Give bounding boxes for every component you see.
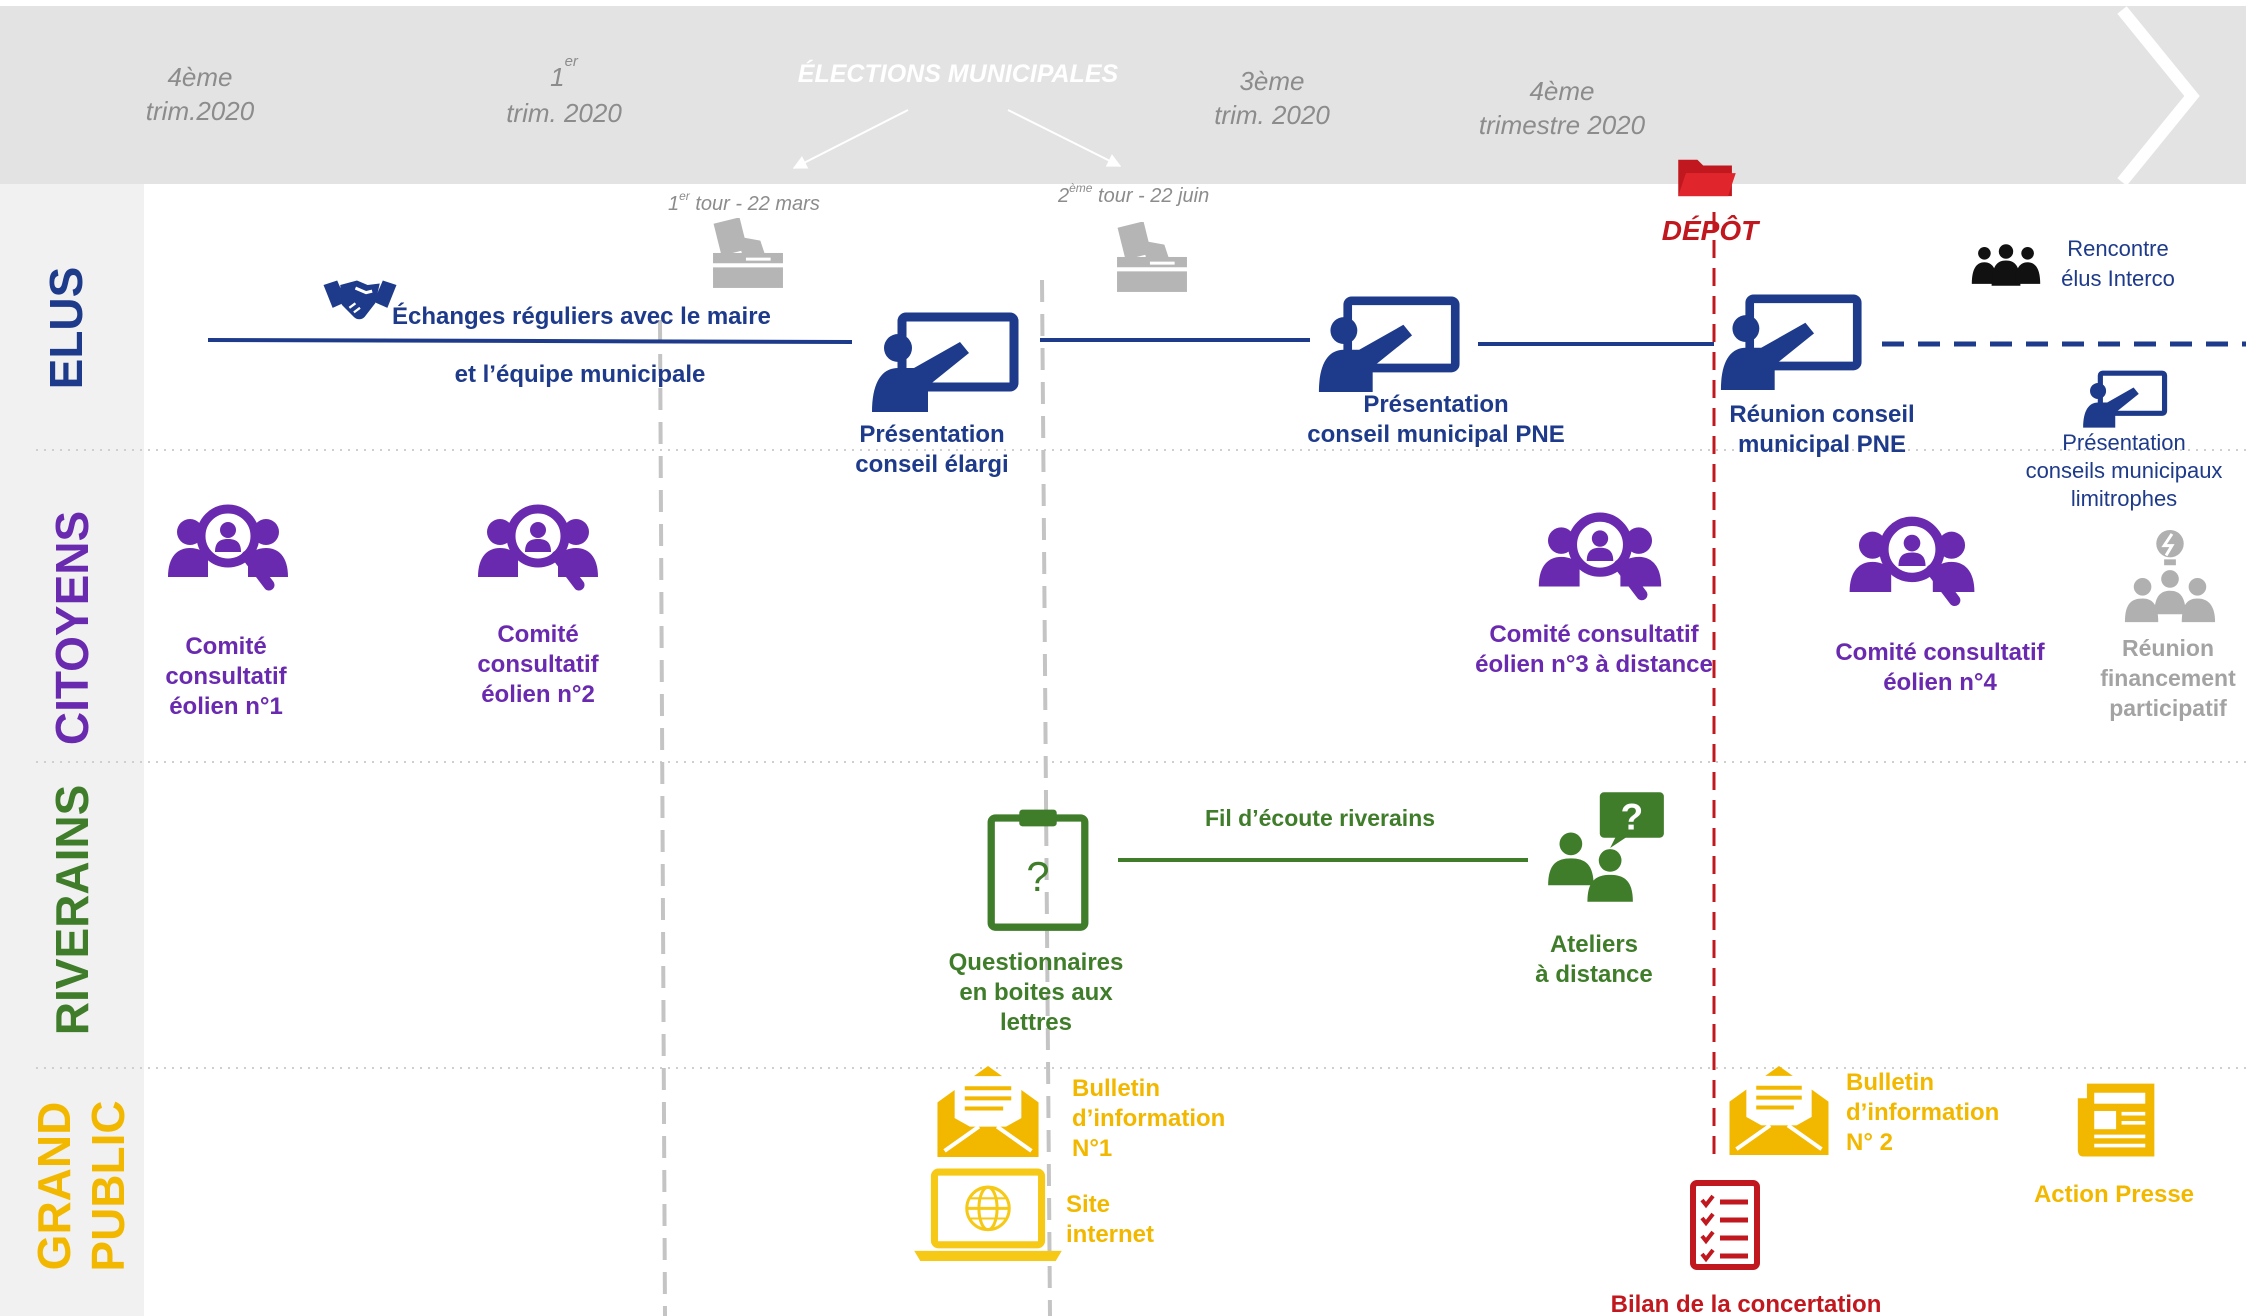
- pres-limitrophes-line3: limitrophes: [2071, 486, 2177, 511]
- period-q3-2020-line2: trim. 2020: [1214, 100, 1330, 130]
- period-q1-2020-line1: 1er: [550, 53, 579, 92]
- questionnaires-line3: lettres: [1000, 1009, 1072, 1036]
- depot-label: DÉPÔT: [1662, 214, 1761, 246]
- bulletin1-line3: N°1: [1072, 1135, 1112, 1162]
- rencontre-line2: élus Interco: [2061, 266, 2175, 291]
- echanges-label-line1: Échanges réguliers avec le maire: [392, 302, 771, 330]
- period-q4-2020-line1: 4ème: [1529, 76, 1594, 106]
- action-presse-label: Action Presse: [2034, 1181, 2194, 1208]
- comite1-line1: Comité: [185, 633, 266, 660]
- header-background: [0, 6, 2246, 184]
- comite-magnifier-icon: [1539, 517, 1661, 595]
- presentation-board-icon: [1721, 299, 1857, 390]
- header-band: 4ème trim.2020 1er trim. 2020 3ème trim.…: [0, 6, 2246, 186]
- people-lightbulb-icon: [2123, 528, 2217, 624]
- reunion-fin-line2: financement: [2100, 665, 2236, 691]
- group-meeting-icon: [1971, 244, 2041, 286]
- comite3-line2: éolien n°3 à distance: [1475, 651, 1713, 678]
- period-q4-2019-line1: 4ème: [167, 62, 232, 92]
- pres-elargi-line1: Présentation: [859, 421, 1004, 448]
- bulletin2-line1: Bulletin: [1846, 1069, 1934, 1096]
- tour-labels: 1er tour - 22 mars 2ème tour - 22 juin: [668, 181, 1209, 215]
- elections-arrow-right: [1007, 109, 1122, 167]
- bulletin1-line1: Bulletin: [1072, 1075, 1160, 1102]
- comite4-line1: Comité consultatif: [1835, 639, 2045, 666]
- elections-arrow-left: [792, 109, 909, 169]
- comite2-line1: Comité: [497, 621, 578, 648]
- comite1-line2: consultatif: [165, 663, 287, 690]
- rencontre-line1: Rencontre: [2067, 236, 2169, 261]
- lane-label-citoyens: CITOYENS: [46, 511, 98, 745]
- comite-magnifier-icon: [478, 509, 598, 585]
- bilan-label: Bilan de la concertation: [1611, 1291, 1882, 1316]
- site-line1: Site: [1066, 1191, 1110, 1218]
- comite-magnifier-icon: [168, 509, 288, 585]
- envelope-letter-icon: [1727, 1064, 1831, 1158]
- pres-limitrophes-line2: conseils municipaux: [2026, 458, 2223, 483]
- echanges-label-line2: et l’équipe municipale: [455, 361, 706, 388]
- handshake-icon: [322, 278, 398, 321]
- bulletin2-line3: N° 2: [1846, 1129, 1893, 1156]
- pres-limitrophes-line1: Présentation: [2062, 430, 2186, 455]
- reunion-pne-line1: Réunion conseil: [1729, 401, 1914, 428]
- lane-citoyens: Comité consultatif éolien n°1 Comité con…: [165, 509, 2236, 721]
- presentation-board-icon: [2083, 373, 2164, 427]
- lane-label-riverains: RIVERAINS: [46, 785, 98, 1035]
- reunion-fin-line3: participatif: [2109, 695, 2227, 721]
- reunion-pne-line2: municipal PNE: [1738, 431, 1906, 458]
- questionnaires-line1: Questionnaires: [949, 949, 1124, 976]
- elections-label: ÉLECTIONS MUNICIPALES: [798, 59, 1119, 88]
- clipboard-question-icon: [991, 810, 1085, 928]
- people-question-bubble-icon: [1548, 792, 1664, 902]
- fil-ecoute-label: Fil d’écoute riverains: [1205, 805, 1435, 831]
- envelope-letter-icon: [937, 1066, 1038, 1157]
- lane-label-grand-public-line2: PUBLIC: [82, 1100, 134, 1271]
- site-line2: internet: [1066, 1221, 1154, 1248]
- comite-magnifier-icon: [1850, 521, 1975, 600]
- lane-riverains: Questionnaires en boites aux lettres Fil…: [949, 792, 1664, 1036]
- questionnaires-line2: en boites aux: [959, 979, 1113, 1006]
- checklist-icon: [1693, 1183, 1757, 1267]
- lane-grand-public: Bulletin d’information N°1 Site internet…: [914, 1064, 2194, 1316]
- lane-separators: [36, 449, 2246, 1069]
- period-q3-2020-line1: 3ème: [1239, 66, 1304, 96]
- lane-label-grand-public-line1: GRAND: [28, 1102, 80, 1271]
- presentation-board-icon: [1319, 301, 1455, 392]
- presentation-board-icon: [872, 317, 1014, 412]
- ballot-box-icon: [1115, 222, 1189, 294]
- bulletin1-line2: d’information: [1072, 1105, 1225, 1132]
- comite2-line2: consultatif: [477, 651, 599, 678]
- tour2-marker-line: [1040, 279, 1052, 1316]
- comite3-line1: Comité consultatif: [1489, 621, 1699, 648]
- chevron-right-icon: [2117, 6, 2200, 186]
- period-q4-2019-line2: trim.2020: [146, 96, 255, 126]
- ateliers-line2: à distance: [1535, 961, 1652, 988]
- lane-sidebar: [0, 184, 144, 1316]
- reunion-fin-line1: Réunion: [2122, 635, 2214, 661]
- pres-elargi-line2: conseil élargi: [855, 451, 1008, 478]
- pres-pne-line2: conseil municipal PNE: [1307, 421, 1564, 448]
- header-periods: 4ème trim.2020 1er trim. 2020 3ème trim.…: [146, 53, 1646, 140]
- comite2-line3: éolien n°2: [481, 681, 595, 708]
- ballot-box-icon: [711, 218, 785, 290]
- comite1-line3: éolien n°1: [169, 693, 283, 720]
- tour1-label: 1er tour - 22 mars: [668, 189, 820, 215]
- tour2-label: 2ème tour - 22 juin: [1057, 181, 1209, 207]
- lane-label-elus: ELUS: [40, 267, 92, 390]
- tour1-marker-line: [658, 319, 667, 1316]
- comite4-line2: éolien n°4: [1883, 669, 1997, 696]
- laptop-globe-icon: [914, 1172, 1062, 1261]
- lane-elus: Échanges réguliers avec le maire et l’éq…: [207, 236, 2246, 511]
- bulletin2-line2: d’information: [1846, 1099, 1999, 1126]
- pres-pne-line1: Présentation: [1363, 391, 1508, 418]
- echanges-line: [207, 338, 853, 344]
- period-q4-2020-line2: trimestre 2020: [1479, 110, 1646, 140]
- period-q1-2020-line2: trim. 2020: [506, 98, 622, 128]
- ateliers-line1: Ateliers: [1550, 931, 1638, 958]
- newspaper-icon: [2076, 1081, 2157, 1159]
